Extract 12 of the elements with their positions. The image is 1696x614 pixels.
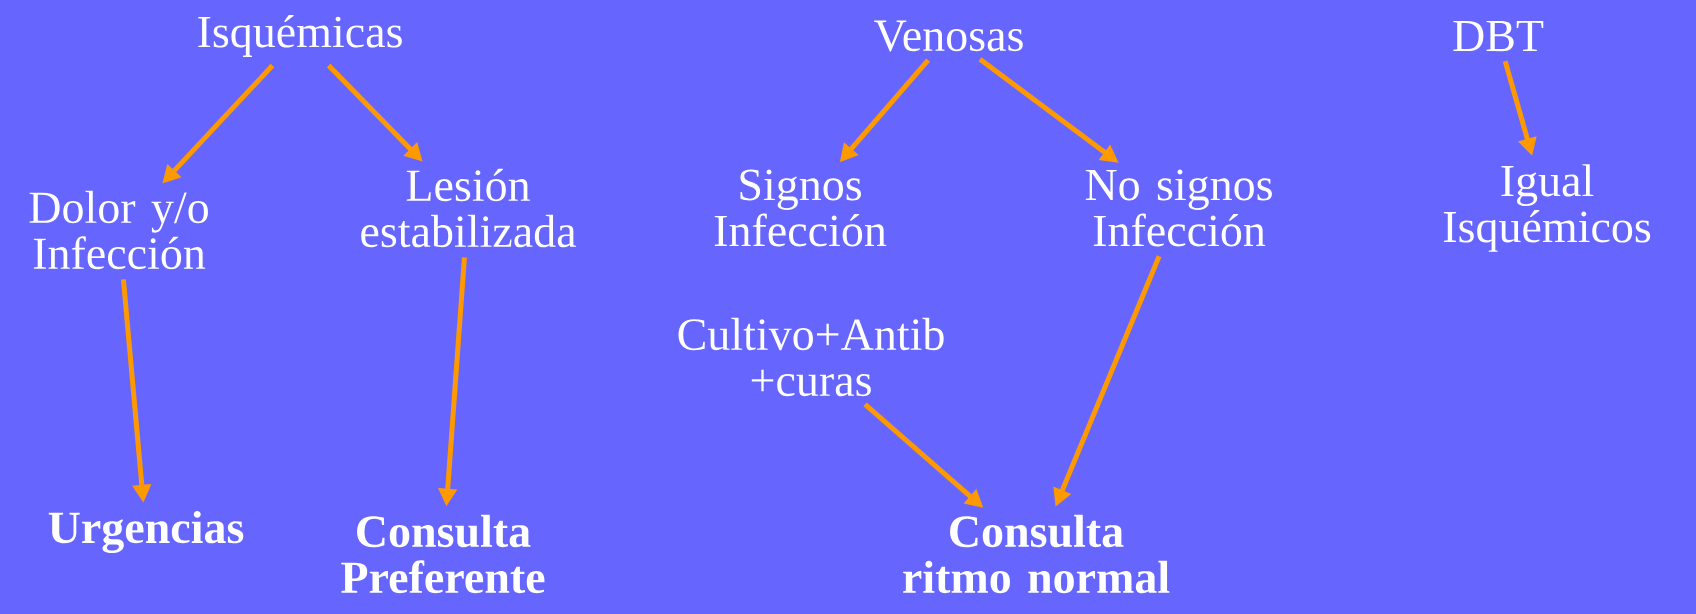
outcome-text: Urgencias [48,510,244,554]
condition-text: Igual Isquémicos [1443,164,1651,252]
outcome-text: Consulta Preferente [341,514,545,594]
condition-text: Dolor y/o Infección [29,190,208,270]
category-heading: DBT [1453,20,1544,52]
category-heading: Venosas [874,20,1023,52]
condition-text: No signos Infección [1085,169,1272,247]
outcome-text: Consulta ritmo normal [903,514,1170,594]
condition-text: Lesión estabilizada [361,168,576,248]
category-heading: Isquémicas [198,15,402,57]
condition-text: Signos Infección [714,169,887,247]
treatment-text: Cultivo+Antib +curas [678,317,944,397]
